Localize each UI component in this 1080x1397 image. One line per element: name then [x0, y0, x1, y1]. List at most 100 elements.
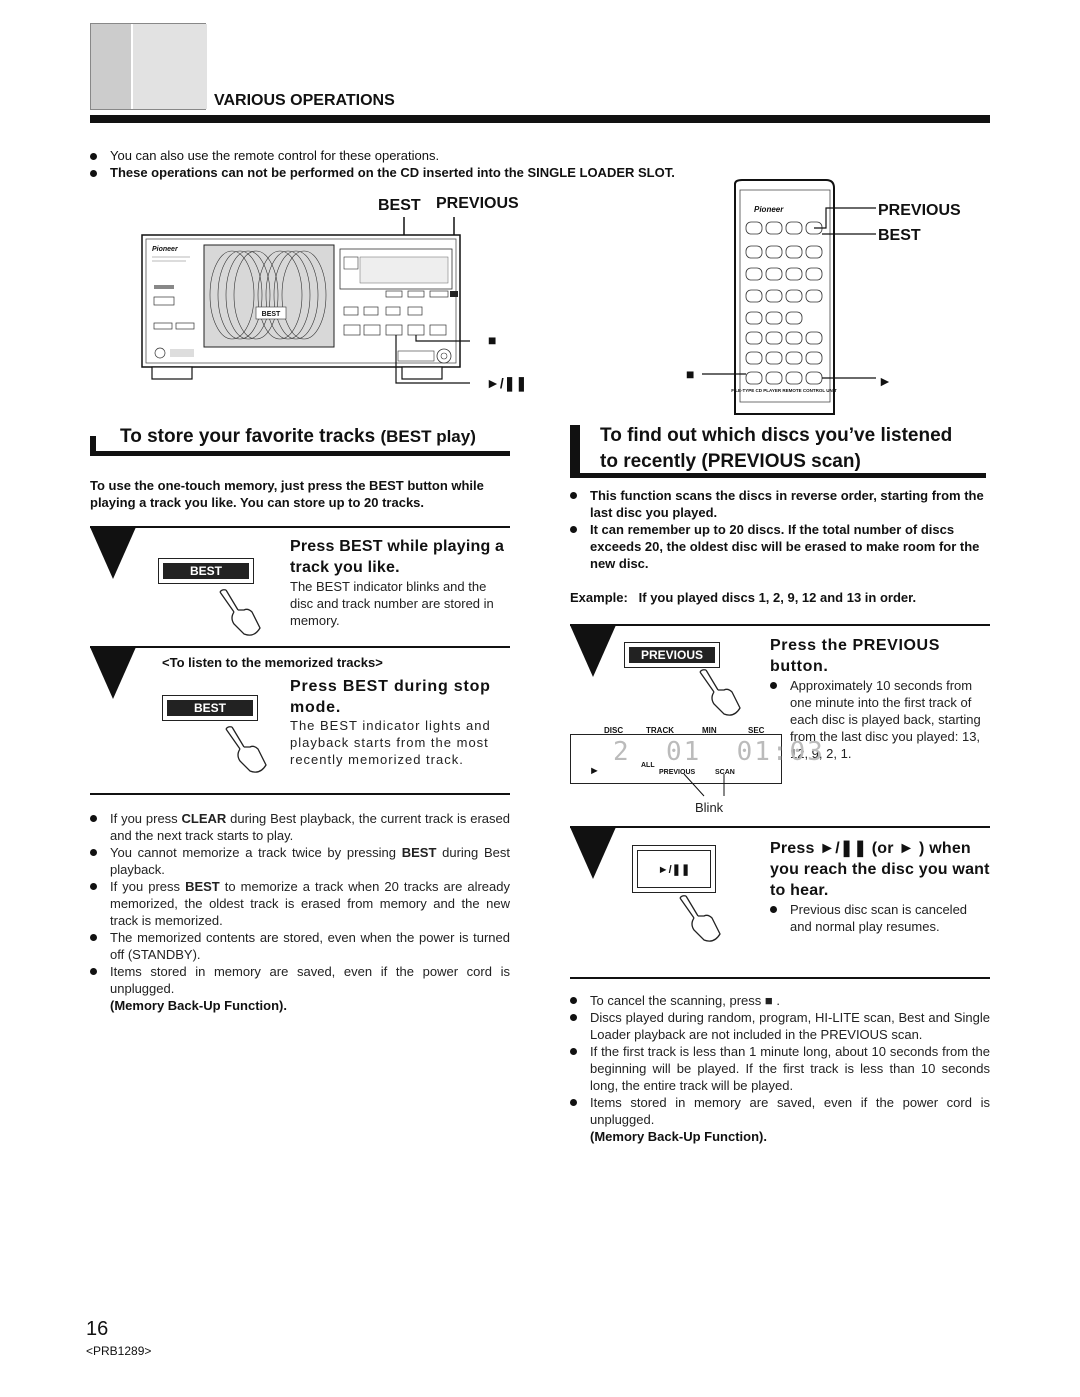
bullet — [570, 1048, 577, 1055]
bullet — [570, 526, 577, 533]
left-note-5: Items stored in memory are saved, even i… — [110, 964, 510, 996]
blink-leader-lines — [683, 773, 725, 797]
left-intro: To use the one-touch memory, just press … — [90, 478, 484, 510]
right-example: Example: If you played discs 1, 2, 9, 12… — [570, 590, 917, 605]
display-all-label: ALL — [641, 762, 655, 769]
play-pause-button-label: ►/❚❚ — [637, 850, 711, 888]
player-brand-text: Pioneer — [152, 246, 179, 253]
bullet — [570, 1099, 577, 1106]
left-step1-body: The BEST indicator blinks and the disc a… — [290, 579, 494, 628]
step-marker-4 — [570, 827, 616, 879]
section-title: VARIOUS OPERATIONS — [214, 92, 395, 109]
divider — [570, 624, 990, 626]
right-title-bar-marker — [570, 425, 580, 475]
bullet — [90, 849, 97, 856]
remote-control-illustration: Pioneer FILE-TYPE CD PLAYER REMOTE CO — [702, 179, 876, 415]
left-title-paren: (BEST play) — [380, 427, 476, 446]
left-note-1: If you press CLEAR during Best playback,… — [110, 811, 510, 843]
step-marker-3 — [570, 625, 616, 677]
best-button-illustration: BEST — [158, 558, 254, 584]
bullet — [90, 815, 97, 822]
header-tab-inner — [131, 24, 207, 109]
left-memory-note: (Memory Back-Up Function). — [110, 998, 287, 1013]
right-note-3: If the first track is less than 1 minute… — [590, 1044, 990, 1093]
left-section-title: To store your favorite tracks (BEST play… — [120, 424, 476, 449]
display-panel: 2 01 01:03 ► ALL PREVIOUS SCAN — [570, 734, 823, 784]
right-step1-title: Press the PREVIOUS button. — [770, 637, 940, 675]
right-step1-body: Approximately 10 seconds from one minute… — [790, 678, 981, 761]
previous-button-illustration: PREVIOUS — [624, 642, 720, 668]
intro-line-2: These operations can not be performed on… — [110, 165, 675, 180]
fig-previous-label: PREVIOUS — [436, 195, 519, 212]
document-code: <PRB1289> — [86, 1344, 152, 1358]
divider — [90, 646, 510, 648]
bullet — [570, 997, 577, 1004]
hand-pointer-icon — [679, 895, 721, 942]
left-title-bar-marker — [90, 436, 96, 454]
blink-label: Blink — [695, 800, 724, 815]
bullet — [90, 968, 97, 975]
remote-previous-label: PREVIOUS — [878, 202, 961, 219]
display-scan-indicator: SCAN — [715, 769, 735, 776]
remote-play-icon: ► — [878, 373, 892, 389]
divider — [570, 826, 990, 828]
step-marker-1 — [90, 527, 136, 579]
right-step2-title: Press ►/❚❚ (or ► ) when you reach the di… — [770, 840, 990, 899]
left-step2-title: Press BEST during stop mode. — [290, 678, 491, 716]
left-step2-body: The BEST indicator lights and playback s… — [290, 718, 491, 767]
display-disc-label: DISC — [604, 726, 624, 735]
right-step2-body: Previous disc scan is canceled and norma… — [790, 902, 968, 934]
divider — [570, 977, 990, 979]
play-pause-button-illustration: ►/❚❚ — [632, 845, 716, 893]
display-sec-label: SEC — [748, 726, 765, 735]
display-play-icon: ► — [589, 765, 600, 777]
display-min-label: MIN — [702, 726, 717, 735]
play-pause-icon: ►/❚❚ — [486, 375, 528, 391]
bullet — [770, 906, 777, 913]
header-rule — [90, 115, 990, 123]
right-bullet-1: This function scans the discs in reverse… — [590, 488, 984, 520]
best-button-label: BEST — [163, 563, 249, 579]
left-note-2: You cannot memorize a track twice by pre… — [110, 845, 510, 877]
display-previous-indicator: PREVIOUS — [659, 769, 696, 776]
fig-best-label: BEST — [378, 197, 421, 214]
remote-best-label: BEST — [878, 227, 921, 244]
page-number: 16 — [86, 1318, 109, 1340]
bullet — [90, 170, 97, 177]
stop-icon: ■ — [488, 332, 497, 348]
previous-button-label: PREVIOUS — [629, 647, 715, 663]
right-note-1: To cancel the scanning, press ■ . — [590, 993, 780, 1008]
hand-pointer-icon — [699, 669, 741, 716]
bullet — [90, 934, 97, 941]
intro-line-1: You can also use the remote control for … — [110, 148, 440, 163]
header-tab-box — [90, 23, 207, 110]
hand-pointer-icon — [225, 726, 267, 773]
right-title-underline — [570, 473, 986, 478]
bullet — [770, 682, 777, 689]
listen-heading: <To listen to the memorized tracks> — [162, 655, 383, 670]
bullet — [570, 1014, 577, 1021]
display-readout: 2 01 01:03 — [613, 737, 825, 767]
bullet — [90, 153, 97, 160]
step-marker-2 — [90, 647, 136, 699]
left-title-main: To store your favorite tracks — [120, 426, 376, 447]
bullet — [570, 492, 577, 499]
left-title-underline — [90, 451, 510, 456]
display-track-label: TRACK — [646, 726, 674, 735]
right-title-line-1: To find out which discs you’ve listened — [600, 425, 953, 446]
player-best-tag: BEST — [262, 311, 281, 318]
hand-pointer-icon — [219, 589, 261, 636]
left-note-3: If you press BEST to memorize a track wh… — [110, 879, 510, 928]
best-button-label: BEST — [167, 700, 253, 716]
cd-player-illustration: Pioneer BEST — [141, 217, 470, 384]
divider — [90, 526, 510, 528]
remote-brand-text: Pioneer — [754, 205, 784, 214]
divider — [90, 793, 510, 795]
remote-caption: FILE-TYPE CD PLAYER REMOTE CONTROL UNIT — [731, 388, 837, 393]
right-title-line-2: to recently (PREVIOUS scan) — [600, 451, 861, 472]
right-note-2: Discs played during random, program, HI-… — [590, 1010, 990, 1042]
right-note-4: Items stored in memory are saved, even i… — [590, 1095, 990, 1127]
left-note-4: The memorized contents are stored, even … — [110, 930, 510, 962]
remote-stop-icon: ■ — [686, 366, 695, 382]
bullet — [90, 883, 97, 890]
